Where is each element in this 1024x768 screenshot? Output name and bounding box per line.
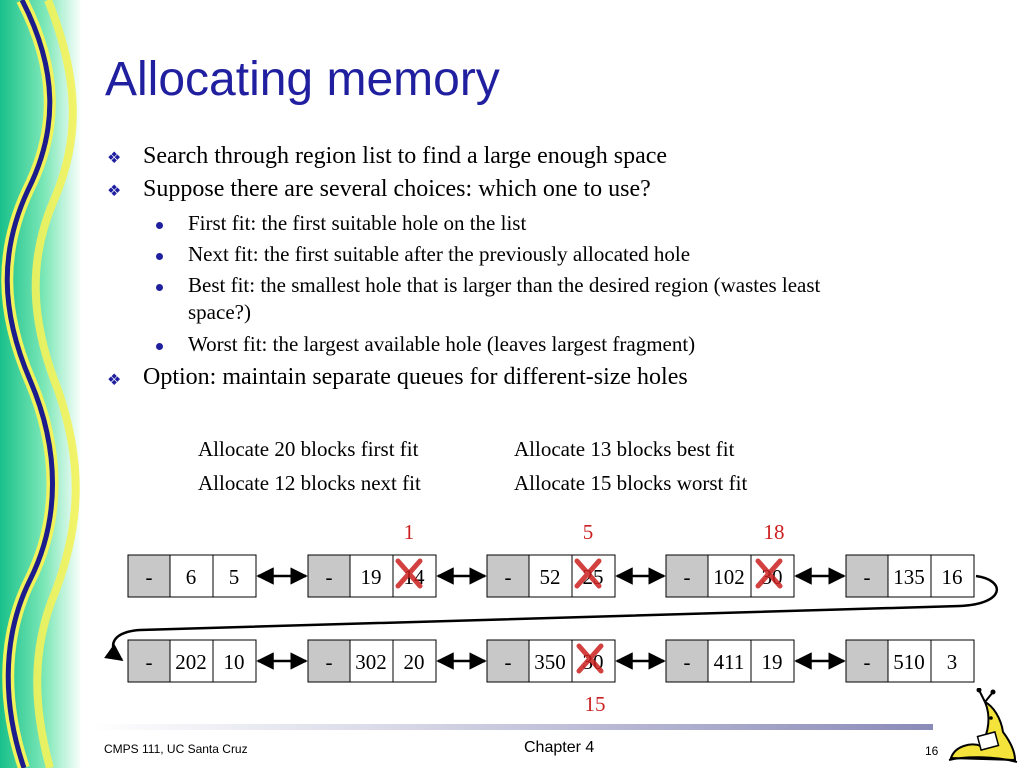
node-start-cell (887, 554, 932, 598)
node-size: 16 (942, 565, 963, 589)
node-flag-cell (486, 639, 530, 683)
node-start-cell (349, 639, 394, 683)
wrap-arrow-icon (104, 574, 999, 662)
list-node: - 302 20 (307, 639, 437, 683)
slug-mascot-icon (948, 688, 1018, 763)
bullet-item: Suppose there are several choices: which… (143, 176, 651, 202)
cross-icon (755, 558, 783, 589)
dot-bullet-icon (156, 284, 163, 291)
diamond-bullet-icon: ❖ (107, 183, 122, 200)
node-flag-cell (307, 639, 351, 683)
node-size: 19 (762, 650, 783, 674)
decorative-side-band (0, 0, 82, 768)
node-flag: - (326, 650, 333, 674)
footer-chapter: Chapter 4 (524, 739, 595, 756)
dot-bullet-icon (156, 343, 163, 350)
node-flag: - (505, 650, 512, 674)
dot-bullet-icon (156, 253, 163, 260)
node-start-cell (528, 639, 573, 683)
node-size-cell (930, 554, 975, 598)
diamond-bullet-icon: ❖ (107, 150, 122, 167)
node-flag-cell (665, 554, 709, 598)
allocation-request: Allocate 12 blocks next fit (198, 471, 421, 495)
fit-annotation: 5 (582, 520, 594, 544)
node-size-cell (392, 639, 437, 683)
node-size: 5 (229, 565, 240, 589)
node-start-cell (707, 639, 752, 683)
slide-title: Allocating memory (105, 53, 500, 106)
node-flag: - (684, 650, 691, 674)
node-flag-cell (665, 639, 709, 683)
node-size-cell (930, 639, 975, 683)
node-start: 102 (713, 565, 745, 589)
bullet-item: Search through region list to find a lar… (143, 143, 668, 169)
list-node: - 510 3 (845, 639, 975, 683)
node-flag: - (505, 565, 512, 589)
list-node: - 6 5 (127, 554, 257, 598)
cross-icon (574, 558, 602, 589)
diamond-bullet-icon: ❖ (107, 372, 122, 389)
node-start: 411 (714, 650, 745, 674)
fit-annotation: 15 (584, 692, 606, 716)
sub-bullet-item: First fit: the first suitable hole on th… (188, 211, 527, 235)
node-flag-cell (486, 554, 530, 598)
node-start: 52 (540, 565, 561, 589)
node-size: 10 (224, 650, 245, 674)
node-flag: - (864, 650, 871, 674)
node-start: 202 (175, 650, 207, 674)
node-start: 19 (361, 565, 382, 589)
footer-divider (93, 724, 933, 730)
sub-bullet-continuation: space?) (188, 300, 251, 324)
node-start: 510 (893, 650, 925, 674)
node-size: 3 (947, 650, 958, 674)
node-start: 135 (893, 565, 925, 589)
node-size-cell (212, 554, 257, 598)
node-size: 20 (404, 650, 425, 674)
node-flag-cell (845, 639, 889, 683)
cross-icon (395, 558, 423, 589)
node-flag: - (684, 565, 691, 589)
node-flag: - (326, 565, 333, 589)
node-start: 350 (534, 650, 566, 674)
page-number: 16 (925, 744, 939, 758)
allocation-request: Allocate 15 blocks worst fit (514, 471, 748, 495)
node-flag-cell (845, 554, 889, 598)
list-node: - 135 16 (845, 554, 975, 598)
dot-bullet-icon (156, 222, 163, 229)
list-node: - 202 10 (127, 639, 257, 683)
node-flag-cell (307, 554, 351, 598)
node-flag: - (864, 565, 871, 589)
cross-icon (576, 643, 604, 674)
bullet-list: ❖ Search through region list to find a l… (107, 143, 821, 390)
sub-bullet-item: Next fit: the first suitable after the p… (188, 242, 691, 266)
node-start-cell (528, 554, 573, 598)
bullet-item: Option: maintain separate queues for dif… (143, 364, 688, 390)
sub-bullet-item: Worst fit: the largest available hole (l… (188, 332, 696, 356)
fit-annotation: 18 (763, 520, 785, 544)
node-size-cell (750, 639, 795, 683)
node-size-cell (212, 639, 257, 683)
node-start: 6 (186, 565, 197, 589)
node-flag-cell (127, 554, 171, 598)
sub-bullet-item: Best fit: the smallest hole that is larg… (188, 273, 821, 297)
node-flag: - (146, 650, 153, 674)
node-start-cell (349, 554, 394, 598)
allocation-request: Allocate 20 blocks first fit (198, 437, 419, 461)
list-node: - 102 30 (665, 554, 795, 598)
allocation-request: Allocate 13 blocks best fit (514, 437, 735, 461)
list-node: - 411 19 (665, 639, 795, 683)
node-flag: - (146, 565, 153, 589)
list-node: - 350 30 (486, 639, 616, 683)
node-start: 302 (355, 650, 387, 674)
footer-course: CMPS 111, UC Santa Cruz (104, 742, 248, 756)
fit-annotation: 1 (403, 520, 415, 544)
